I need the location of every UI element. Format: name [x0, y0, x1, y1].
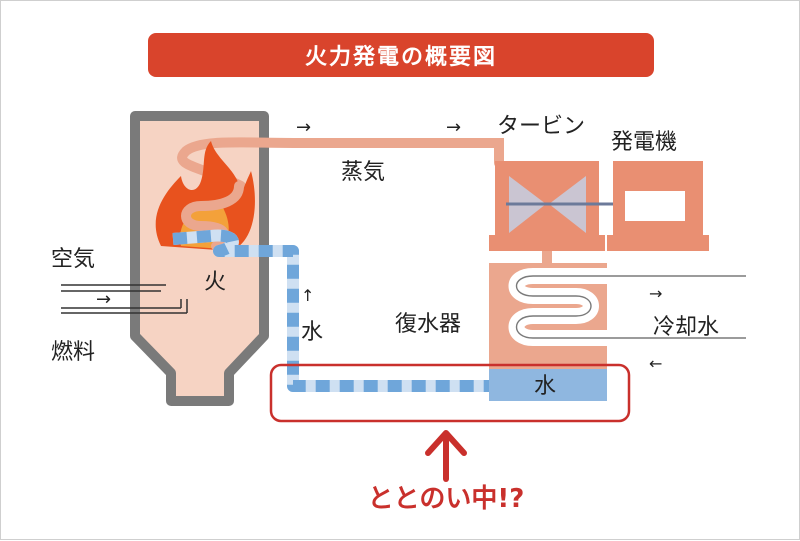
label-turbine: タービン — [497, 114, 585, 139]
label-condenser: 復水器 — [395, 312, 461, 337]
label-air: 空気 — [51, 247, 95, 272]
turbine-condenser-connector — [542, 251, 552, 265]
water-pipe — [172, 229, 491, 392]
steam-arrow-2-icon: → — [446, 117, 461, 138]
label-generator: 発電機 — [611, 130, 677, 155]
diagram-title: 火力発電の概要図 — [148, 33, 654, 77]
air-fuel-inlet — [61, 284, 188, 314]
callout-up-arrow-icon — [425, 430, 467, 482]
callout-highlight-box — [269, 363, 631, 423]
cooling-in-arrow-icon: → — [649, 284, 662, 303]
air-arrow-icon: → — [96, 289, 111, 310]
label-cooling-water: 冷却水 — [653, 315, 719, 340]
callout-text: ととのい中!? — [368, 484, 525, 514]
label-fire: 火 — [204, 270, 226, 295]
steam-arrow-1-icon: → — [296, 117, 311, 138]
label-fuel: 燃料 — [51, 340, 95, 365]
cooling-out-arrow-icon: ← — [649, 354, 662, 373]
boiler — [130, 111, 269, 406]
label-water-up: 水 — [301, 320, 323, 345]
water-tank — [489, 369, 607, 401]
turbine — [489, 161, 681, 251]
water-up-arrow-icon: ↑ — [301, 286, 314, 305]
label-water-tank: 水 — [534, 374, 556, 399]
generator — [607, 161, 709, 251]
label-steam: 蒸気 — [341, 160, 385, 185]
